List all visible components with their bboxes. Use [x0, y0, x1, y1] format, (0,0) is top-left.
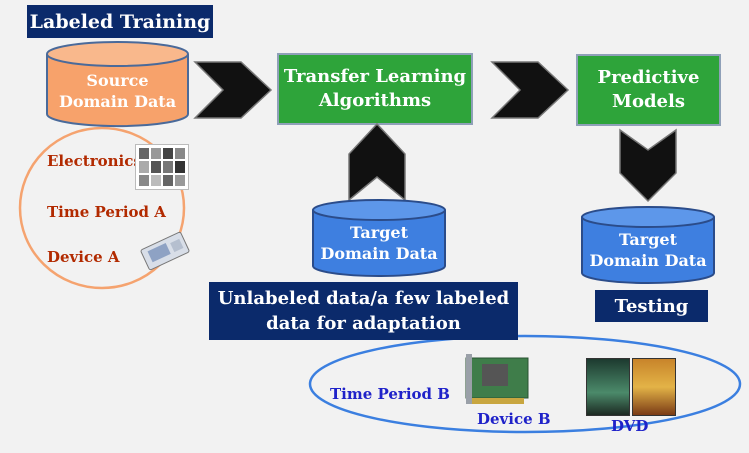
dvd-cover-1-image	[586, 358, 630, 416]
target-domain-cylinder-2: Target Domain Data	[580, 205, 716, 285]
device-b-label: Device B	[477, 410, 551, 428]
pci-card-image	[465, 354, 529, 404]
pcmcia-card-image	[140, 231, 190, 271]
testing-box: Testing	[595, 290, 708, 322]
device-a-label: Device A	[47, 248, 120, 266]
arrow-right-icon	[490, 61, 570, 119]
transfer-label-line2: Algorithms	[318, 90, 432, 111]
transfer-learning-box: Transfer Learning Algorithms	[277, 53, 473, 125]
target1-label-line2: Domain Data	[320, 244, 438, 263]
labeled-training-label: Labeled Training	[29, 10, 211, 33]
target-domain-cylinder-1: Target Domain Data	[311, 198, 447, 278]
arrow-right-icon	[193, 61, 273, 119]
dvd-label: DVD	[611, 417, 649, 435]
electronics-label: Electronics	[47, 152, 142, 170]
target2-label-line2: Domain Data	[589, 251, 707, 270]
time-period-a-label: Time Period A	[47, 203, 166, 221]
predictive-label-line1: Predictive	[597, 66, 700, 88]
arrow-down-icon	[619, 128, 677, 203]
dvd-cover-2-image	[632, 358, 676, 416]
time-period-b-label: Time Period B	[330, 385, 450, 403]
unlabeled-label-line2: data for adaptation	[266, 313, 461, 334]
labeled-training-banner: Labeled Training	[27, 5, 213, 38]
arrow-up-icon	[348, 122, 406, 202]
testing-label: Testing	[614, 295, 689, 317]
blue-cylinder-shape	[581, 206, 715, 284]
electronics-image	[135, 144, 189, 190]
predictive-models-box: Predictive Models	[576, 54, 721, 126]
target1-label-line1: Target	[350, 223, 408, 243]
unlabeled-label-line1: Unlabeled data/a few labeled	[217, 287, 510, 309]
orange-cylinder-shape	[46, 41, 189, 128]
source-domain-cylinder: Source Domain Data	[45, 40, 190, 128]
target2-label-line1: Target	[619, 230, 677, 250]
predictive-label-line2: Models	[612, 91, 685, 112]
source-label-line1: Source	[86, 71, 149, 91]
source-label-line2: Domain Data	[58, 92, 177, 111]
transfer-label-line1: Transfer Learning	[283, 65, 467, 87]
unlabeled-data-box: Unlabeled data/a few labeled data for ad…	[209, 282, 518, 340]
blue-cylinder-shape	[312, 199, 446, 277]
